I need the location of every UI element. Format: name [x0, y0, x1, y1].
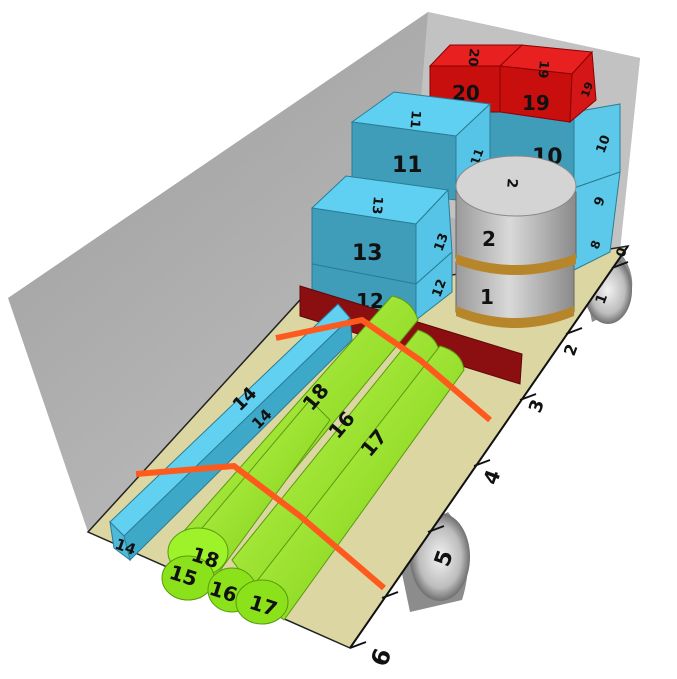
- pipe-17: [249, 345, 465, 621]
- box-11-top-label: 11: [406, 110, 423, 129]
- beam-14-end: [109, 520, 131, 562]
- ruler-tick-6: 6: [365, 645, 397, 670]
- strap-front: [275, 317, 492, 423]
- pipe-17-end: [235, 579, 289, 625]
- box-20-top-label: 20: [464, 48, 481, 67]
- beam-14: [109, 303, 353, 562]
- strap-rear: [135, 463, 386, 591]
- box-12-side-label: 12: [430, 277, 450, 299]
- box-10-side-label: 10: [594, 133, 614, 155]
- barrel-lower-label: 1: [480, 285, 494, 309]
- pipes: [161, 295, 465, 625]
- side-ruler: [349, 245, 629, 649]
- barrel-1-band: [456, 306, 574, 328]
- ruler-tick-2: 2: [560, 341, 582, 358]
- barrel-2-band: [456, 254, 576, 275]
- box-13-side-label: 13: [432, 231, 452, 253]
- box-11-label: 11: [392, 153, 423, 178]
- box-19: [498, 44, 597, 124]
- barrel-upper-label: 2: [482, 227, 496, 251]
- box-12-side: [415, 250, 453, 322]
- box-13-top-label: 13: [368, 196, 385, 215]
- load-barrier: [299, 285, 523, 385]
- box-13-label: 13: [352, 241, 383, 266]
- barrel-2-top: [455, 155, 577, 217]
- box-13-12-stack: [310, 175, 453, 322]
- box-19-top-label: 19: [534, 60, 551, 79]
- box-19-label: 19: [522, 91, 550, 115]
- ruler-tick-4: 4: [478, 466, 505, 487]
- box-19-side-label: 19: [579, 80, 596, 99]
- barrel-top-label: 2: [503, 178, 520, 189]
- barrel-stack: [455, 155, 577, 328]
- box-19-side: [569, 50, 597, 124]
- ruler-tick-3: 3: [525, 397, 549, 416]
- straps: [135, 317, 492, 591]
